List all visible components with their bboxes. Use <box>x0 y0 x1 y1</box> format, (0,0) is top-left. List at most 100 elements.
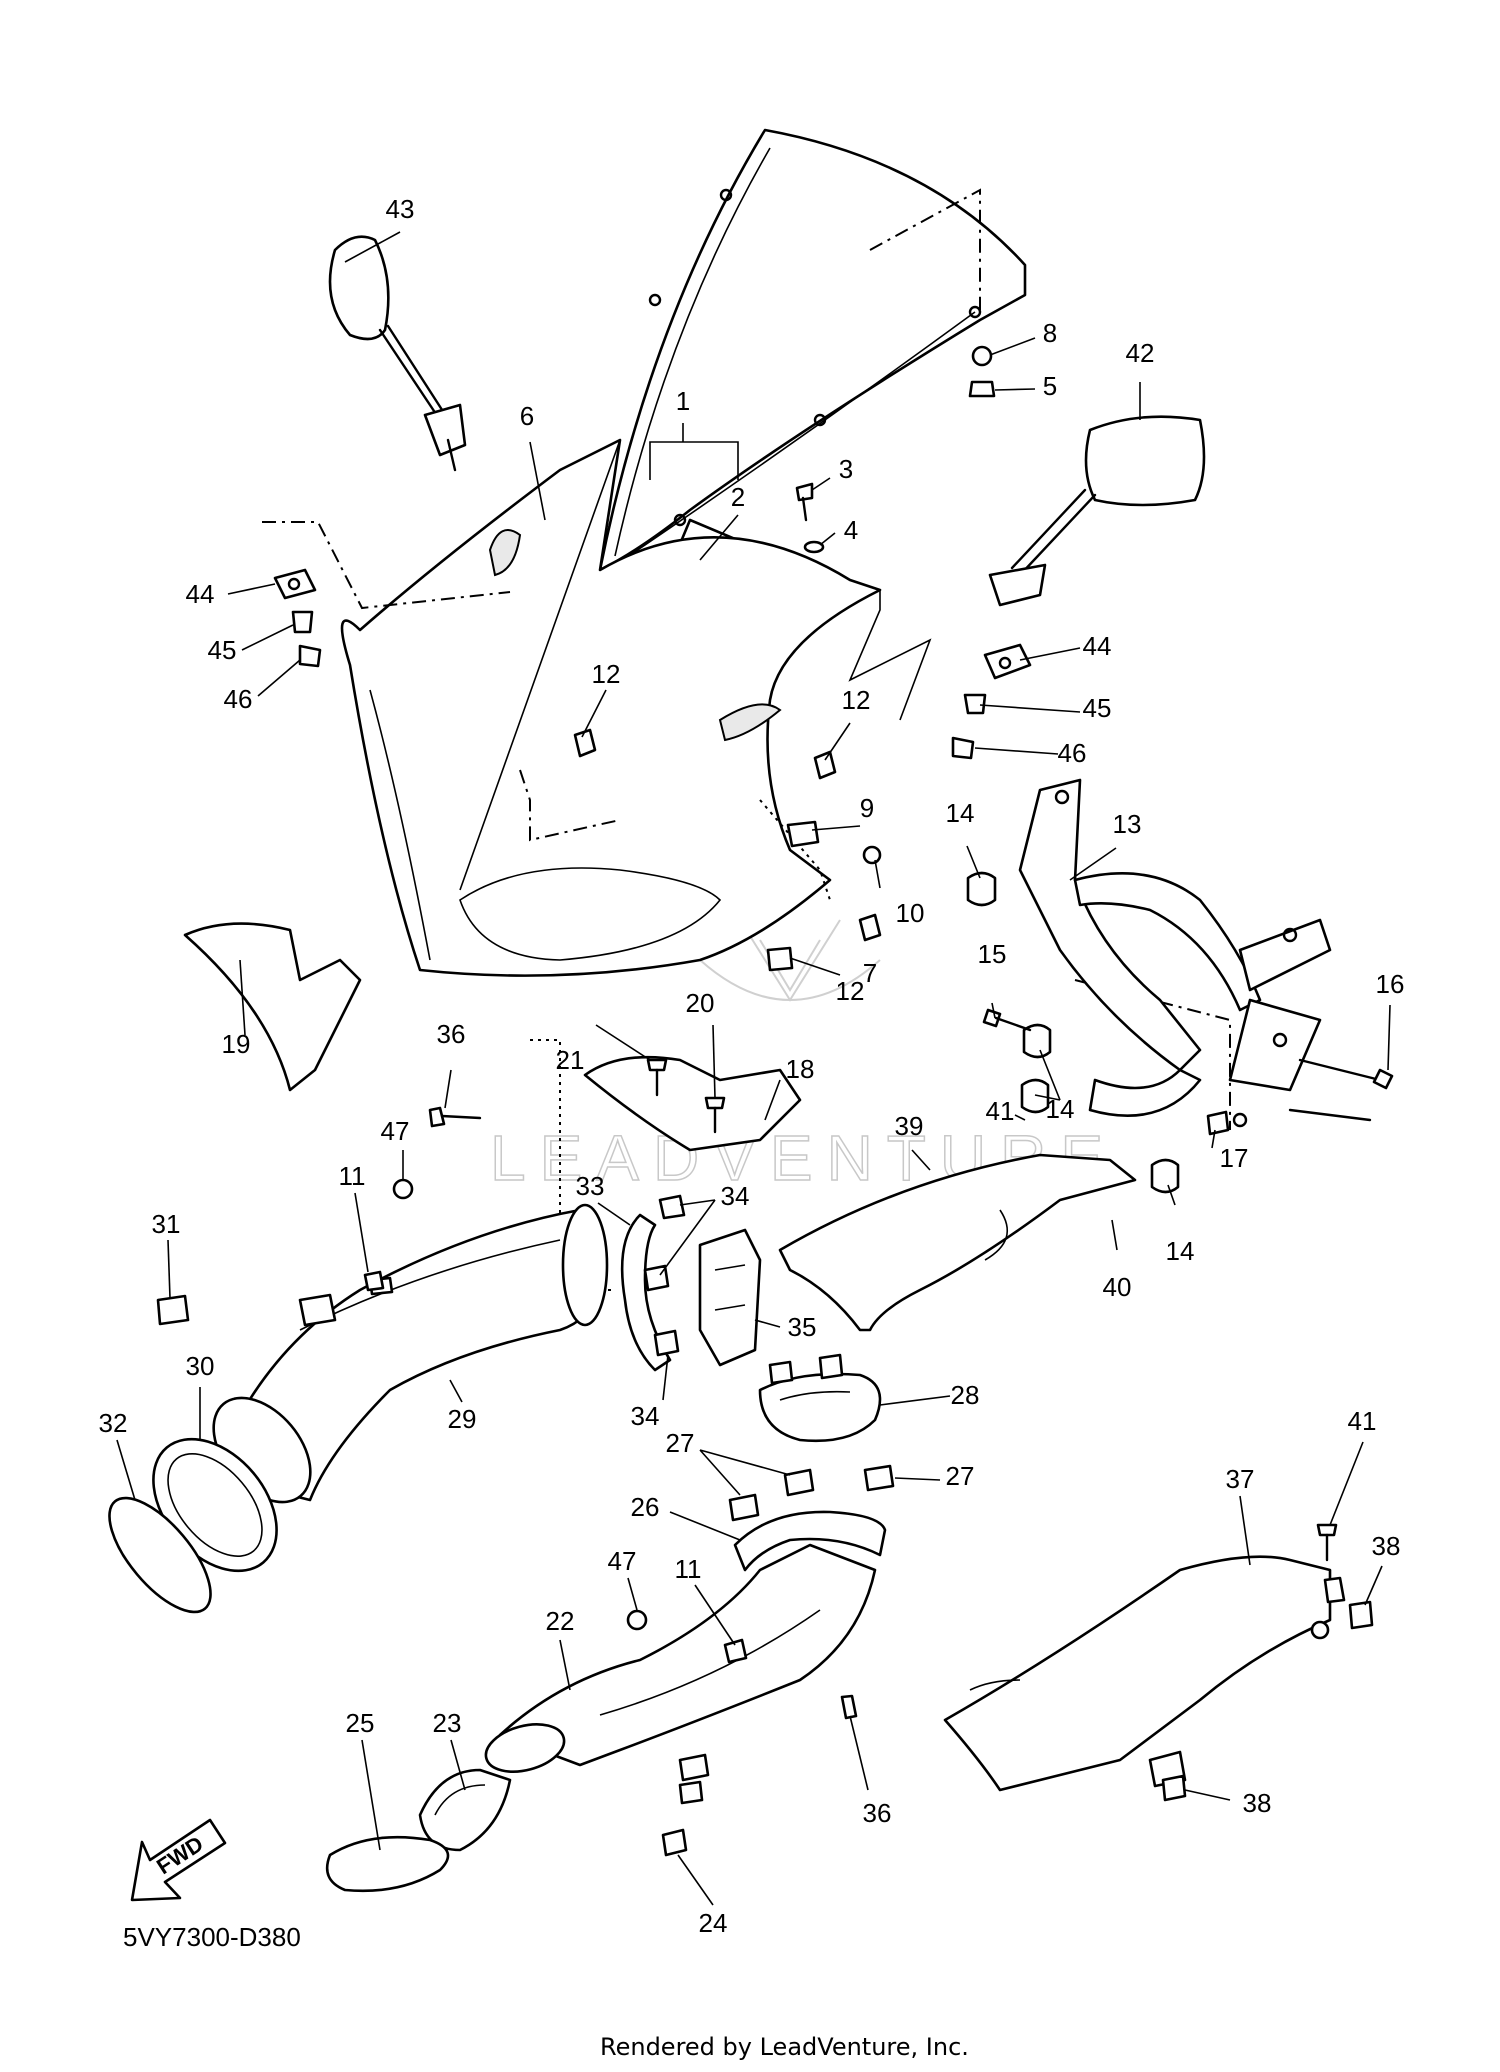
clip-27-b <box>783 1468 815 1497</box>
ref-line-fasteners <box>759 799 831 901</box>
callout-16: 16 <box>1376 969 1405 999</box>
callout-1: 1 <box>676 386 690 416</box>
callout-23: 23 <box>433 1708 462 1738</box>
upper-cowling <box>340 438 932 977</box>
callout-12: 12 <box>836 976 865 1006</box>
callout-30: 30 <box>186 1351 215 1381</box>
callout-47: 47 <box>381 1116 410 1146</box>
clip-31 <box>156 1294 190 1326</box>
mirror-right <box>988 415 1206 607</box>
cowling-stay <box>1018 778 1332 1128</box>
callout-42: 42 <box>1126 338 1155 368</box>
callout-36: 36 <box>437 1019 466 1049</box>
diagram-code: 5VY7300-D380 <box>123 1922 301 1952</box>
duct-ring-28 <box>758 1353 882 1443</box>
inner-bracket <box>583 1055 802 1152</box>
callout-22: 22 <box>546 1606 575 1636</box>
callout-38: 38 <box>1372 1531 1401 1561</box>
bolt-41-lower <box>1316 1523 1338 1537</box>
callout-5: 5 <box>1043 371 1057 401</box>
side-cover-left <box>183 922 362 1092</box>
callout-10: 10 <box>896 898 925 928</box>
callout-17: 17 <box>1220 1143 1249 1173</box>
callout-14: 14 <box>1166 1236 1195 1266</box>
clip-38-lower <box>1161 1774 1187 1802</box>
duct-ring-25 <box>325 1835 450 1893</box>
callout-41: 41 <box>1348 1406 1377 1436</box>
callout-26: 26 <box>631 1492 660 1522</box>
callout-44: 44 <box>1083 631 1112 661</box>
callout-27: 27 <box>946 1461 975 1491</box>
callout-45: 45 <box>1083 693 1112 723</box>
ref-line-windscreen <box>869 188 981 310</box>
callout-20: 20 <box>686 988 715 1018</box>
callout-18: 18 <box>786 1054 815 1084</box>
bracket-35 <box>698 1228 762 1367</box>
callout-11: 11 <box>339 1161 366 1191</box>
callout-43: 43 <box>386 194 415 224</box>
callout-36: 36 <box>863 1798 892 1828</box>
callout-14: 14 <box>1046 1094 1075 1124</box>
bolt-36-upper <box>428 1106 446 1128</box>
callout-31: 31 <box>152 1209 181 1239</box>
callout-45: 45 <box>208 635 237 665</box>
callout-12: 12 <box>592 659 621 689</box>
callout-6: 6 <box>520 401 534 431</box>
bolt-21 <box>646 1058 668 1072</box>
clip-24 <box>661 1828 688 1857</box>
duct-ring-32 <box>108 1496 212 1614</box>
inner-panel-39 <box>778 1153 1137 1332</box>
ref-line-brace <box>1074 979 1231 1130</box>
windscreen <box>593 128 1027 572</box>
air-duct-lower <box>484 1543 877 1805</box>
callout-34: 34 <box>631 1401 660 1431</box>
callout-8: 8 <box>1043 318 1057 348</box>
bracket-35-detail <box>714 1264 746 1311</box>
callout-7: 7 <box>863 958 877 988</box>
clip-34-low <box>653 1329 680 1357</box>
callout-33: 33 <box>576 1171 605 1201</box>
clip-27-c <box>863 1464 895 1492</box>
forward-direction-arrow: FWD <box>130 1818 227 1902</box>
duct-ring-23 <box>418 1768 512 1852</box>
ref-line-bolt <box>519 769 621 842</box>
callout-46: 46 <box>1058 738 1087 768</box>
leader-lines <box>116 231 1391 1906</box>
clip-27-a <box>728 1493 760 1522</box>
callout-2: 2 <box>731 482 745 512</box>
fasteners-top <box>273 345 1032 972</box>
callout-47: 47 <box>608 1546 637 1576</box>
callout-15: 15 <box>978 939 1007 969</box>
callout-12: 12 <box>842 685 871 715</box>
seal-26 <box>733 1510 887 1572</box>
clip-34-top <box>658 1194 686 1220</box>
callout-9: 9 <box>860 793 874 823</box>
callout-46: 46 <box>224 684 253 714</box>
callout-38: 38 <box>1243 1788 1272 1818</box>
callout-21: 21 <box>556 1045 585 1075</box>
callout-25: 25 <box>346 1708 375 1738</box>
bolt-36-upper-shank <box>440 1114 482 1120</box>
air-duct-upper <box>212 1203 609 1504</box>
render-credit: Rendered by LeadVenture, Inc. <box>600 2033 969 2061</box>
bolt-20 <box>704 1096 726 1110</box>
callout-19: 19 <box>222 1029 251 1059</box>
callout-40: 40 <box>1103 1272 1132 1302</box>
seal-33 <box>620 1213 672 1372</box>
callout-4: 4 <box>844 515 858 545</box>
callout-34: 34 <box>721 1181 750 1211</box>
callout-35: 35 <box>788 1312 817 1342</box>
callout-41: 41 <box>986 1096 1015 1126</box>
callout-44: 44 <box>186 579 215 609</box>
inner-panel-39-edge <box>984 1209 1009 1261</box>
callout-14: 14 <box>946 798 975 828</box>
grommets <box>966 871 1394 1194</box>
callout-29: 29 <box>448 1404 477 1434</box>
callout-27: 27 <box>666 1428 695 1458</box>
callout-28: 28 <box>951 1380 980 1410</box>
bolt-11-upper <box>363 1270 385 1292</box>
callout-39: 39 <box>895 1111 924 1141</box>
callout-37: 37 <box>1226 1464 1255 1494</box>
